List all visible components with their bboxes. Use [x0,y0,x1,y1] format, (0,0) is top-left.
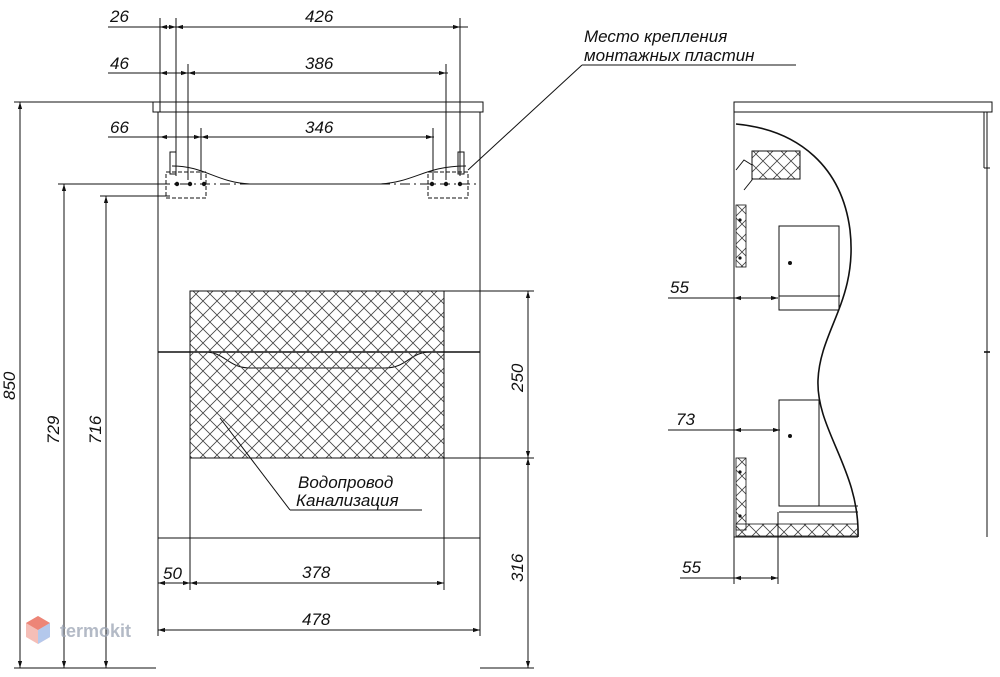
watermark: termokit [26,616,131,644]
pipe-zone [189,290,445,459]
dim-50: 50 [163,564,182,583]
dim-729: 729 [44,415,63,444]
hexagon-logo-icon [26,616,50,644]
pipe-label-line2: Канализация [296,491,399,510]
dim-478: 478 [302,610,331,629]
side-dim-55-top: 55 [670,278,689,297]
dim-250: 250 [508,363,527,393]
countertop [152,101,484,113]
side-dim-55-bottom: 55 [682,558,701,577]
dim-378: 378 [302,563,331,582]
mount-label-line1: Место крепления [584,27,727,46]
pipe-label-line1: Водопровод [298,473,393,492]
side-dim-73: 73 [676,410,695,429]
dim-716: 716 [86,415,105,444]
mount-label-line2: монтажных пластин [584,46,755,65]
siphon-upper [751,150,801,180]
dim-26: 26 [109,7,129,26]
side-countertop [733,101,993,113]
dim-426: 426 [305,7,334,26]
mount-plate-left [165,171,207,199]
front-view: 26 426 46 386 66 346 850 729 716 250 [0,7,796,669]
cabinet-body [157,111,481,539]
dim-346: 346 [305,118,334,137]
dim-66: 66 [110,118,129,137]
side-view: 55 73 55 [668,101,993,584]
sink-profile [735,123,859,538]
dim-386: 386 [305,54,334,73]
watermark-text: termokit [60,621,131,641]
side-bottom-panel [735,523,859,537]
sink-contour [171,165,467,185]
mount-plate-right [427,171,469,199]
dim-46: 46 [110,54,129,73]
dim-316: 316 [508,553,527,582]
dim-850: 850 [0,371,19,400]
